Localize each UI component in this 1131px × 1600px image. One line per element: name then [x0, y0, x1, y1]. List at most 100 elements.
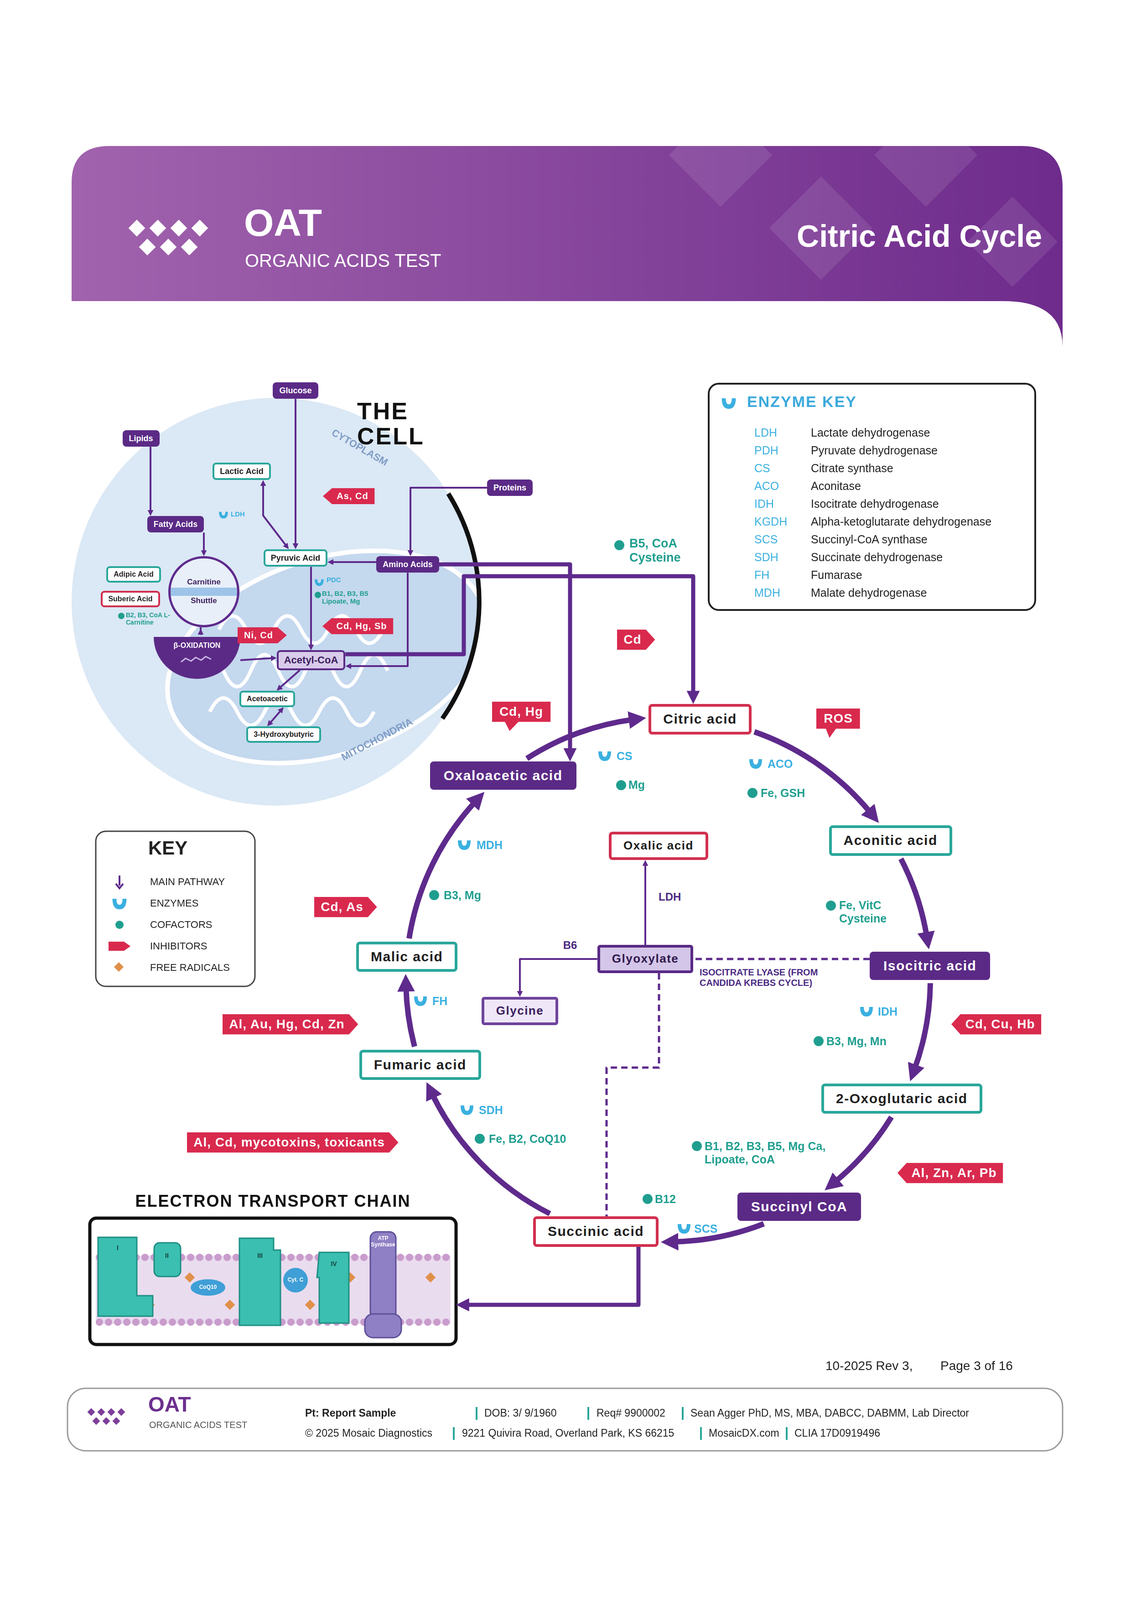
node-text: Fatty Acids — [153, 519, 198, 530]
metabolite-box: Acetyl-CoA — [276, 649, 346, 670]
inhibitor-text: Al, Cd, mycotoxins, toxicants — [193, 1134, 385, 1150]
lipid-head — [305, 1317, 313, 1326]
inhibitor-tag: Ni, Cd — [237, 627, 287, 644]
enzyme-label: CS — [616, 749, 633, 763]
panel: THE CELLLactic AcidFatty AcidsPyruvic Ac… — [71, 397, 480, 806]
metabolite-box: Lactic Acid — [212, 462, 271, 481]
enzyme-name: Malate dehydrogenase — [810, 586, 927, 600]
enzyme-icon — [677, 1223, 691, 1234]
tag-shape — [951, 1013, 1042, 1034]
cofactor-dot — [813, 1035, 824, 1046]
cofactor-label: B5, CoA Cysteine — [629, 536, 689, 565]
tag-shape — [322, 617, 394, 634]
lipid-head — [360, 1253, 368, 1261]
pathway-arrow — [345, 575, 694, 695]
process-box: Oxaloacetic acid — [430, 761, 577, 790]
shuttle-circle: Carnitine Shuttle — [168, 555, 240, 628]
pathway-arrow — [673, 1223, 764, 1242]
complex-label: III — [257, 1251, 263, 1259]
node-text: Oxalic acid — [623, 838, 694, 853]
enzyme-key-frame — [708, 383, 1036, 610]
complex-iv — [316, 1251, 349, 1323]
pathway-arrow — [405, 985, 415, 1047]
node-text: Carnitine Shuttle — [181, 572, 226, 611]
cofactor-dot — [474, 1133, 485, 1144]
node-text: Adipic Acid — [113, 570, 154, 579]
lipid-head — [442, 1253, 450, 1261]
pathway-arrow — [263, 483, 287, 546]
node-text: Succinic acid — [547, 1223, 644, 1240]
lipid-head — [433, 1317, 441, 1326]
lipid-head — [442, 1317, 450, 1326]
enzyme-icon — [414, 996, 427, 1006]
lipid-head — [95, 1317, 104, 1326]
lipid-head — [405, 1317, 414, 1326]
tag-shape — [322, 487, 375, 504]
inhibitor-tag: Cd, As — [314, 896, 378, 917]
legend-sample — [108, 941, 131, 951]
pathway-arrow — [199, 627, 202, 634]
lipid-head — [186, 1317, 195, 1326]
enzyme-label: PDC — [326, 575, 342, 584]
enzyme-abbreviation: KGDH — [754, 514, 788, 529]
pathway-arrow — [439, 564, 571, 753]
node-text: Malic acid — [370, 948, 443, 965]
pathway-arrow — [269, 710, 281, 723]
logo-subtitle: ORGANIC ACIDS TEST — [244, 249, 441, 271]
cofactor-label: B12 — [654, 1192, 676, 1206]
tag-shape — [897, 1162, 1003, 1183]
inhibitor-text: Cd, As — [320, 899, 364, 914]
process-box: Glucose — [272, 382, 318, 400]
lipid-head — [287, 1317, 295, 1326]
node-text: Fumaric acid — [373, 1056, 467, 1073]
inhibitor-text: Cd — [623, 632, 642, 647]
lipid-head — [159, 1317, 167, 1326]
enzyme-icon — [457, 840, 471, 850]
carrier-label: CoQ10 — [199, 1283, 218, 1291]
pathway-arrow — [202, 532, 205, 552]
free-radical — [184, 1271, 196, 1283]
lipid-head — [305, 1253, 313, 1261]
process-box: Proteins — [487, 479, 533, 497]
lipid-head — [424, 1253, 432, 1261]
logo-diamond — [191, 219, 209, 237]
revision: 10-2025 Rev 3, — [825, 1358, 913, 1373]
logo-diamond — [170, 219, 188, 237]
shape — [153, 636, 241, 679]
lipid-head — [351, 1317, 359, 1326]
lipid-head — [287, 1253, 295, 1261]
enzyme-icon — [314, 579, 324, 587]
pathway-arrow — [834, 1116, 892, 1183]
node-text: Aconitic acid — [843, 832, 938, 849]
enzyme-abbreviation: PDH — [754, 443, 779, 457]
cofactor-dot — [314, 591, 322, 598]
enzyme-abbreviation: ACO — [754, 479, 779, 493]
logo-diamond — [139, 238, 156, 256]
complex-label: I — [116, 1243, 119, 1251]
inhibitor-text: As, Cd — [336, 490, 369, 502]
lipid-head — [186, 1253, 195, 1261]
footer-text: MosaicDX.com — [708, 1426, 780, 1439]
node-text: Glyoxylate — [612, 951, 680, 966]
node-text: Citric acid — [663, 710, 737, 727]
panel: ELECTRON TRANSPORT CHAIN — [89, 1188, 457, 1344]
footer-text: © 2025 Mosaic Diagnostics — [305, 1426, 433, 1439]
panel-heading: ENZYME KEY — [747, 392, 1074, 411]
logo-diamond — [107, 1407, 116, 1416]
edge-label: ISOCITRATE LYASE (FROM CANDIDA KREBS CYC… — [697, 965, 848, 989]
metabolite-box: Acetoacetic — [239, 690, 296, 707]
pathway-arrow — [149, 446, 152, 512]
node-text: 2-Oxoglutaric acid — [835, 1090, 968, 1107]
tag-shape — [492, 701, 551, 731]
enzyme-abbreviation: IDH — [754, 497, 774, 511]
inhibitor-tag: Cd, Cu, Hb — [951, 1013, 1042, 1034]
tag-shape — [222, 1013, 358, 1034]
node-text: Lipids — [129, 433, 154, 444]
footer-text: DOB: 3/ 9/1960 — [484, 1406, 557, 1419]
complex-iii — [239, 1237, 281, 1325]
legend-title: KEY — [148, 836, 188, 859]
lipid-head — [150, 1317, 158, 1326]
legend-text: INHIBITORS — [150, 939, 208, 952]
pathway-arrow — [754, 731, 872, 814]
free-radical — [305, 1299, 316, 1310]
